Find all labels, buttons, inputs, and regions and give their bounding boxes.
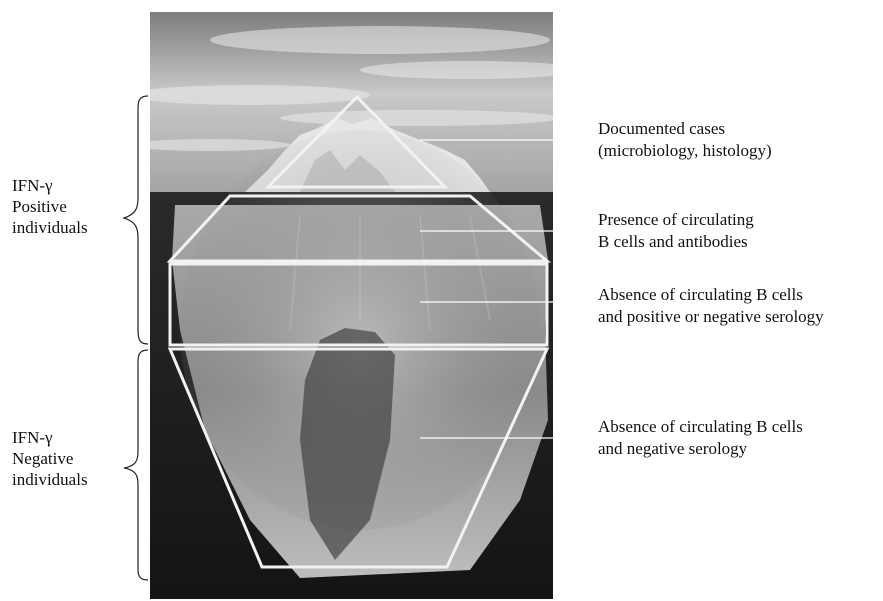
layer-label-documented: Documented cases (microbiology, histolog… bbox=[598, 118, 772, 162]
layer-label-line: Absence of circulating B cells bbox=[598, 416, 803, 438]
curly-brace-positive bbox=[124, 96, 148, 344]
layer-label-line: Presence of circulating bbox=[598, 209, 754, 231]
layer-label-line: Documented cases bbox=[598, 118, 772, 140]
curly-brace-negative bbox=[124, 350, 148, 580]
group-label-line: Negative bbox=[12, 448, 88, 469]
group-label-line: IFN-γ bbox=[12, 175, 88, 196]
group-label-line: individuals bbox=[12, 217, 88, 238]
layer-label-line: and positive or negative serology bbox=[598, 306, 824, 328]
group-label-line: IFN-γ bbox=[12, 427, 88, 448]
layer-label-line: and negative serology bbox=[598, 438, 803, 460]
layer-label-absence-negative: Absence of circulating B cells and negat… bbox=[598, 416, 803, 460]
group-label-line: individuals bbox=[12, 469, 88, 490]
layer-label-absence-mixed: Absence of circulating B cells and posit… bbox=[598, 284, 824, 328]
braces bbox=[124, 96, 148, 580]
layer-label-line: Absence of circulating B cells bbox=[598, 284, 824, 306]
layer-label-line: (microbiology, histology) bbox=[598, 140, 772, 162]
group-label-positive: IFN-γ Positive individuals bbox=[12, 175, 88, 238]
group-label-negative: IFN-γ Negative individuals bbox=[12, 427, 88, 490]
group-label-line: Positive bbox=[12, 196, 88, 217]
layer-label-line: B cells and antibodies bbox=[598, 231, 754, 253]
layer-label-presence: Presence of circulating B cells and anti… bbox=[598, 209, 754, 253]
